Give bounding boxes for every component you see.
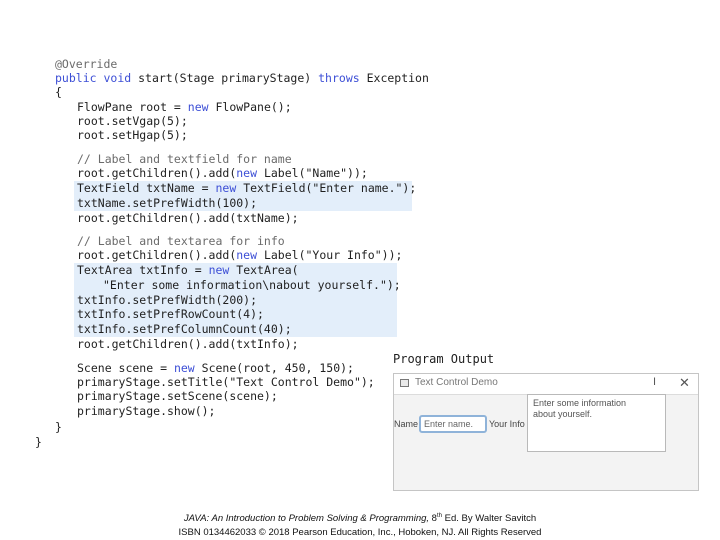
window-app-icon — [400, 379, 409, 387]
name-label: Name — [394, 419, 419, 429]
program-output-heading: Program Output — [393, 352, 495, 366]
info-text-area[interactable]: Enter some information about yourself. — [527, 394, 666, 452]
highlight-textfield-block — [74, 181, 412, 211]
edition-number: 8 — [431, 513, 437, 525]
code-line: root.getChildren().add(txtInfo); — [77, 337, 299, 351]
code-line: // Label and textfield for name — [77, 152, 292, 166]
caption-line-1: JAVA: An Introduction to Problem Solving… — [0, 513, 720, 524]
code-line: primaryStage.setScene(scene); — [77, 389, 278, 403]
close-icon[interactable]: ✕ — [679, 375, 690, 390]
code-line: root.setHgap(5); — [77, 128, 188, 142]
code-line: root.setVgap(5); — [77, 114, 188, 128]
code-line: FlowPane root = new FlowPane(); — [77, 100, 292, 114]
code-line: primaryStage.show(); — [77, 404, 216, 418]
code-line: txtInfo.setPrefColumnCount(40); — [77, 322, 292, 336]
name-text-field[interactable]: Enter name. — [419, 415, 487, 433]
code-line: Scene scene = new Scene(root, 450, 150); — [77, 361, 354, 375]
code-line: TextField txtName = new TextField("Enter… — [77, 181, 417, 195]
minimize-icon[interactable]: I — [653, 376, 657, 388]
caption-line-2: ISBN 0134462033 © 2018 Pearson Education… — [178, 527, 542, 538]
info-text-line-2: about yourself. — [533, 409, 593, 419]
code-line: root.getChildren().add(txtName); — [77, 211, 299, 225]
code-line: txtName.setPrefWidth(100); — [77, 196, 258, 210]
code-line: } — [35, 435, 42, 449]
code-line: txtInfo.setPrefRowCount(4); — [77, 307, 264, 321]
code-line: primaryStage.setTitle("Text Control Demo… — [77, 375, 375, 389]
code-line: root.getChildren().add(new Label("Your I… — [77, 248, 403, 262]
info-text-line-1: Enter some information — [533, 398, 627, 408]
book-title: JAVA: An Introduction to Problem Solving… — [183, 513, 430, 525]
code-line: public void start(Stage primaryStage) th… — [55, 71, 429, 85]
code-line: { — [55, 85, 62, 99]
edition-author: Ed. By Walter Savitch — [444, 513, 537, 525]
window-title: Text Control Demo — [415, 377, 498, 388]
code-line: @Override — [55, 57, 118, 71]
output-window: Text Control Demo I ✕ Name Enter name. Y… — [393, 373, 699, 491]
code-line: txtInfo.setPrefWidth(200); — [77, 293, 258, 307]
code-line: TextArea txtInfo = new TextArea( — [77, 263, 299, 277]
edition-suffix: th — [436, 513, 442, 519]
code-line: } — [55, 420, 62, 434]
code-line: // Label and textarea for info — [77, 234, 285, 248]
window-titlebar: Text Control Demo I ✕ — [394, 374, 698, 395]
your-info-label: Your Info — [489, 419, 525, 429]
code-line: root.getChildren().add(new Label("Name")… — [77, 166, 368, 180]
code-line: "Enter some information\nabout yourself.… — [103, 278, 401, 292]
highlight-textarea-block — [74, 263, 397, 337]
